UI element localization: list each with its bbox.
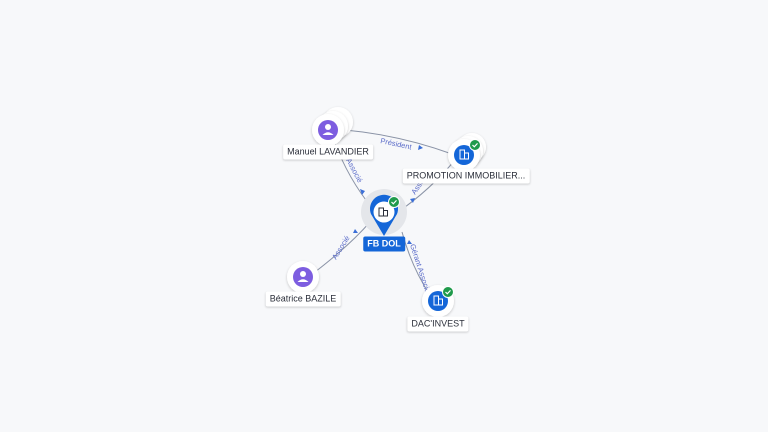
- verified-check-icon: [388, 196, 400, 208]
- arrow-promotion-to-fbdol: [410, 198, 415, 203]
- building-icon: [428, 291, 448, 311]
- node-beatrice[interactable]: [287, 261, 319, 293]
- verified-check-icon: [469, 139, 481, 151]
- node-label-promotion[interactable]: PROMOTION IMMOBILIER...: [402, 168, 530, 184]
- node-label-dacinvest[interactable]: DAC'INVEST: [407, 316, 469, 332]
- arrow-dacinvest-to-fbdol: [407, 240, 412, 244]
- building-icon: [454, 145, 474, 165]
- node-promotion[interactable]: [448, 133, 486, 171]
- node-label-fbdol[interactable]: FB DOL: [363, 236, 405, 252]
- person-icon: [318, 120, 338, 140]
- arrow-beatrice-to-fbdol: [353, 229, 358, 233]
- node-fbdol[interactable]: [361, 189, 407, 236]
- building-icon: [378, 207, 388, 217]
- person-icon: [293, 267, 313, 287]
- node-label-beatrice[interactable]: Béatrice BAZILE: [265, 291, 341, 307]
- node-label-manuel[interactable]: Manuel LAVANDIER: [283, 144, 373, 160]
- edge-label-president: Président: [380, 136, 414, 152]
- verified-check-icon: [442, 286, 454, 298]
- edge-manuel-promotion[interactable]: [344, 129, 453, 155]
- arrow-to-promotion: [418, 145, 423, 150]
- node-dacinvest[interactable]: [422, 285, 454, 317]
- edge-label-dacinvest-gerant: Gérant Associé: [408, 243, 432, 294]
- node-manuel[interactable]: [312, 107, 353, 146]
- edge-label-beatrice-associe: Associé: [330, 234, 352, 261]
- arrow-manuel-to-fbdol: [360, 189, 365, 195]
